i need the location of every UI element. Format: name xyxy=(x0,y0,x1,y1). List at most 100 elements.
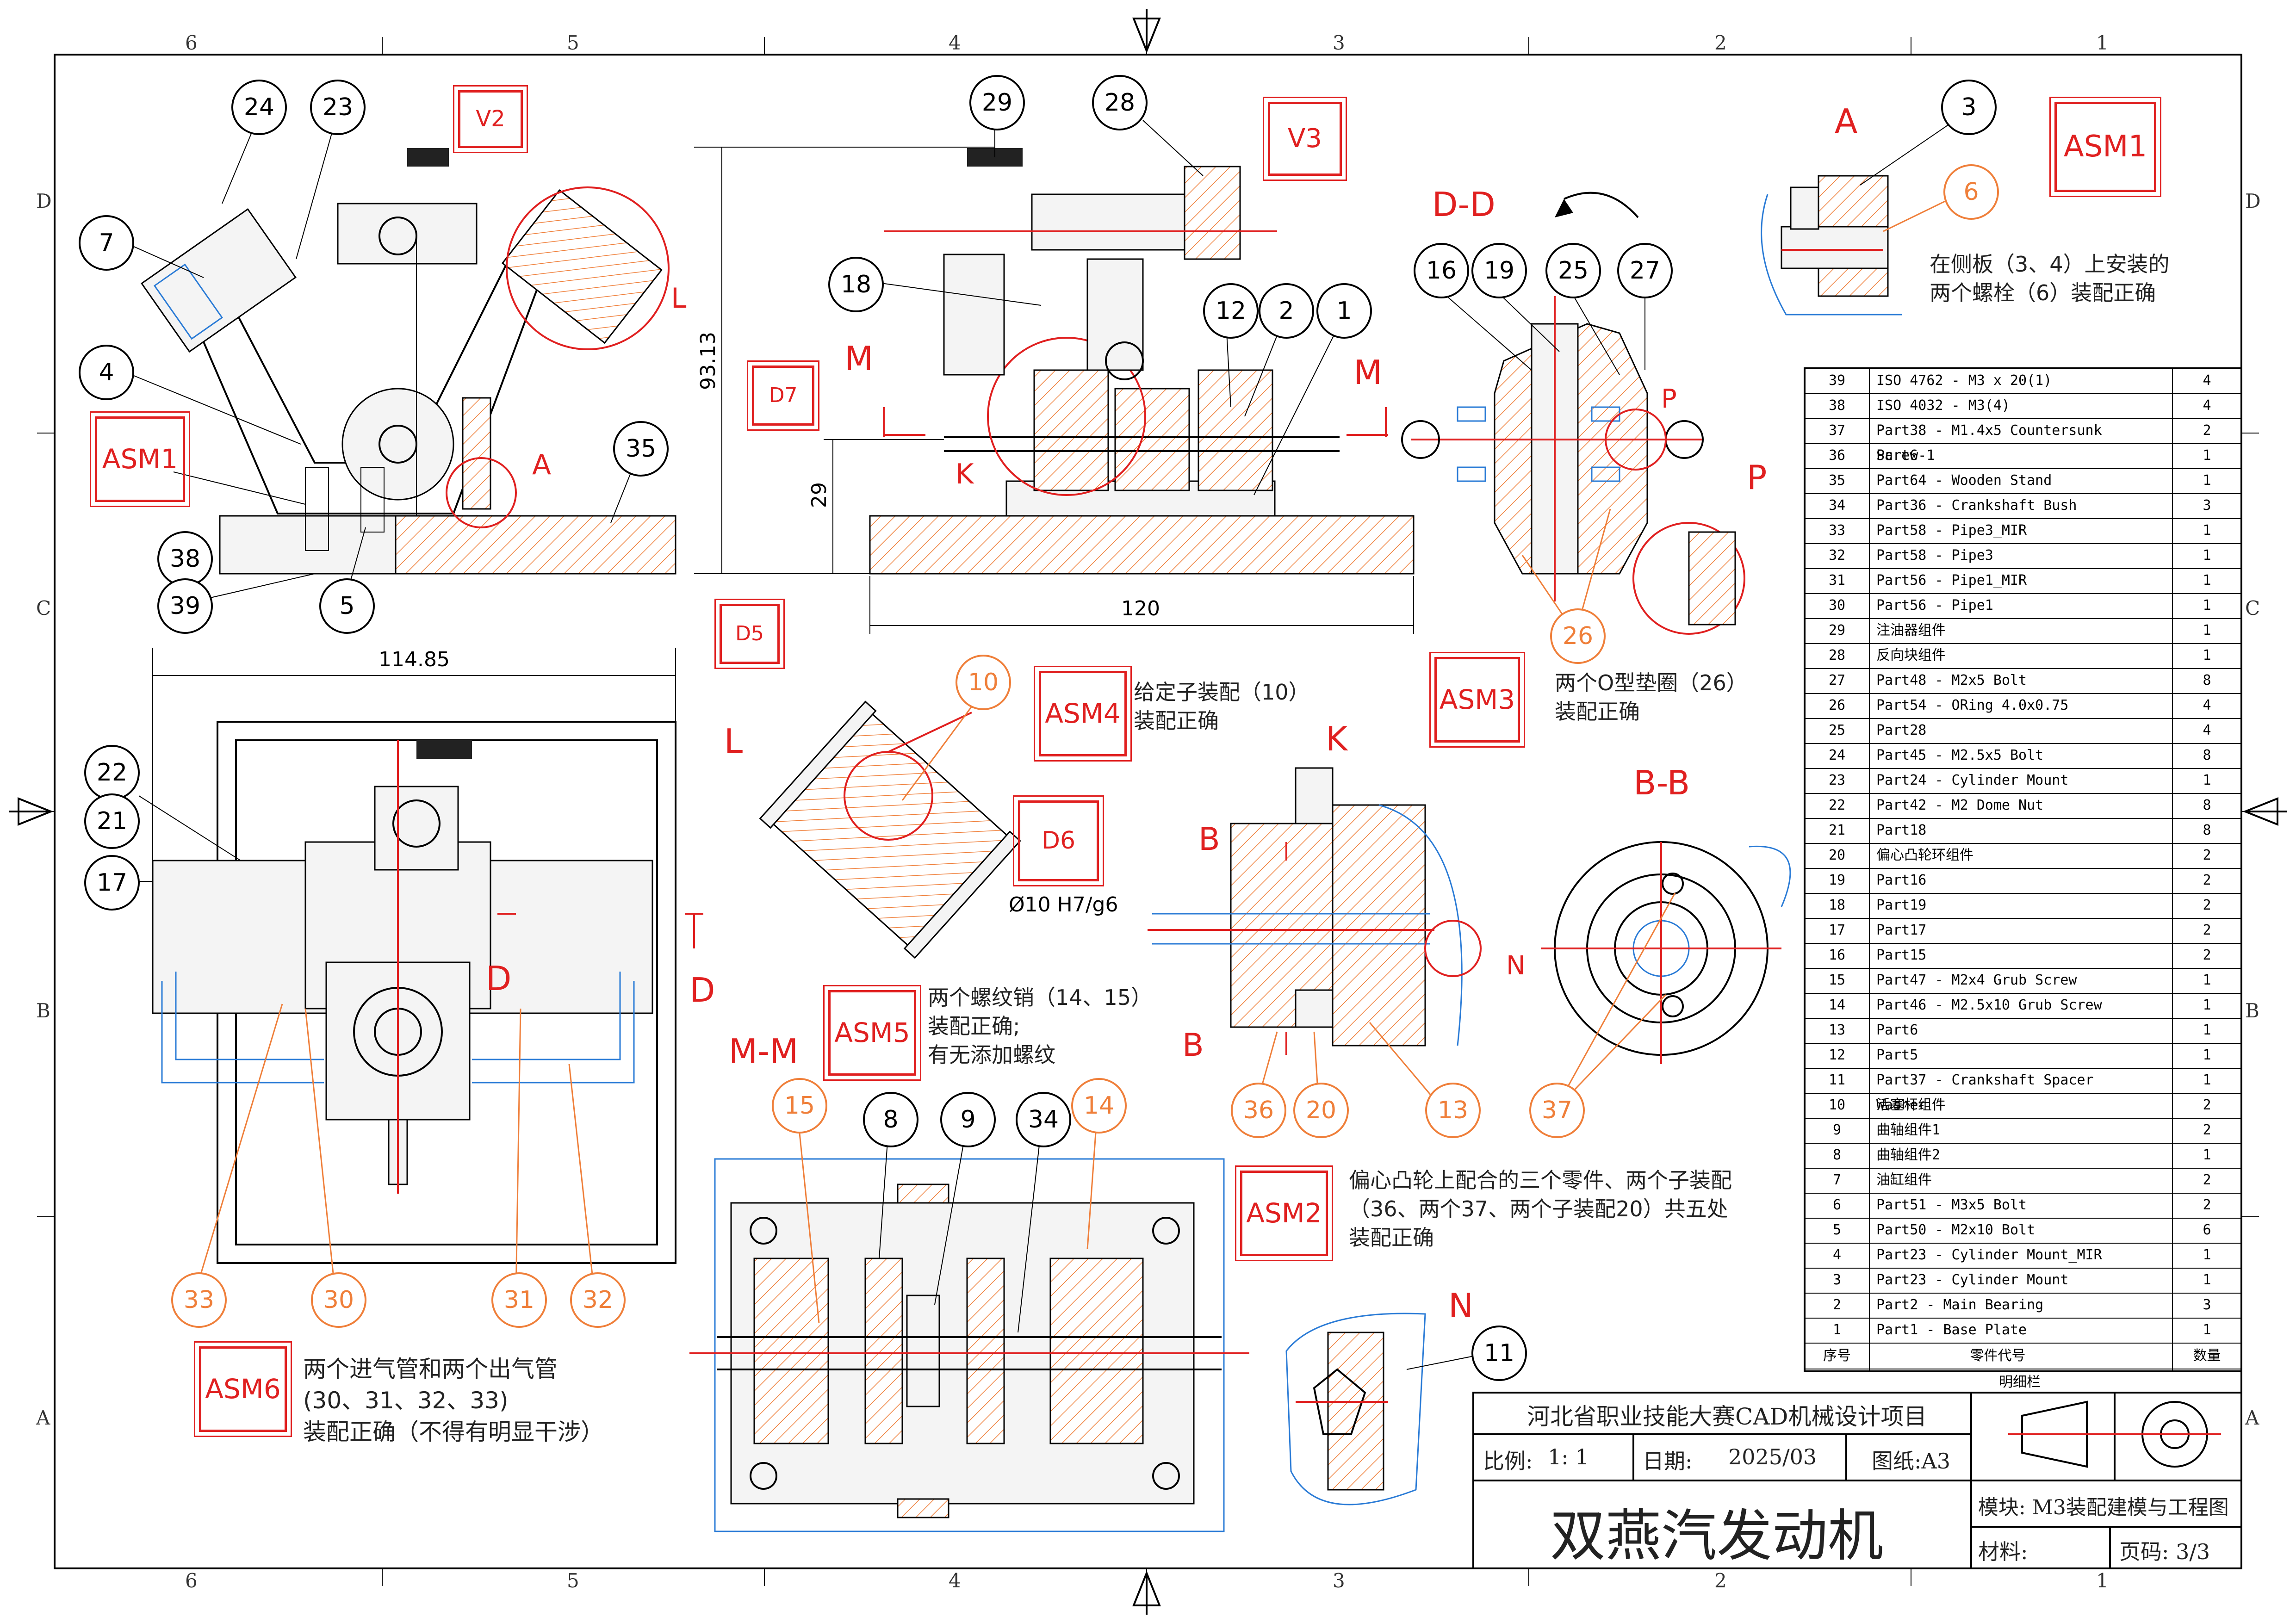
bom-cell-name: ISO 4032 - M3(4) xyxy=(1876,397,2010,414)
bom-cell-no: 5 xyxy=(1832,1222,1842,1238)
bom-cell-qty: 3 xyxy=(2203,497,2211,514)
bom-cell-name: Part5 xyxy=(1876,1047,1918,1063)
balloon-17: 17 xyxy=(84,855,140,911)
mark-b-top: B xyxy=(1198,821,1220,858)
bom-cell-no: 32 xyxy=(1828,547,1846,564)
bom-cell-name: 活塞杆组件 xyxy=(1876,1097,1946,1113)
detail-title-k: K xyxy=(1326,719,1348,758)
note-asm6-line2: (30、31、32、33) xyxy=(303,1387,509,1414)
balloon-16: 16 xyxy=(1414,243,1469,298)
bom-cell-qty: 1 xyxy=(2203,1047,2211,1063)
mark-n: N xyxy=(1506,951,1526,981)
balloon-12: 12 xyxy=(1203,283,1259,339)
mark-k: K xyxy=(956,458,974,490)
bom-cell-no: 24 xyxy=(1828,747,1846,763)
bom-cell-qty: 1 xyxy=(2203,447,2211,464)
mark-b-bottom: B xyxy=(1182,1027,1204,1064)
mark-l: L xyxy=(671,282,687,315)
bom-cell-name: Part37 - Crankshaft Spacer Washer xyxy=(1876,1072,2094,1113)
bom-cell-no: 25 xyxy=(1828,722,1846,738)
zone-top-1: 1 xyxy=(2096,31,2109,54)
zone-bottom-4: 4 xyxy=(949,1569,961,1592)
balloon-3: 3 xyxy=(1941,80,1997,135)
view-title-dd: D-D xyxy=(1432,185,1496,224)
bom-cell-qty: 1 xyxy=(2203,1322,2211,1338)
note-asm2-line2: （36、两个37、两个子装配20）共五处 xyxy=(1349,1196,1728,1221)
note-asm1-line2: 两个螺栓（6）装配正确 xyxy=(1930,280,2156,305)
bom-cell-qty: 4 xyxy=(2203,397,2211,414)
balloon-7: 7 xyxy=(79,215,134,271)
asm5-label: ASM5 xyxy=(823,985,921,1081)
bom-cell-name: Part19 xyxy=(1876,897,1927,913)
d-mark-left: D xyxy=(486,959,511,998)
balloon-39: 39 xyxy=(157,578,213,634)
zone-top-3: 3 xyxy=(1333,31,1345,54)
zone-bottom-6: 6 xyxy=(185,1569,198,1592)
view-bb xyxy=(1541,841,1791,1064)
bom-cell-name: Part15 xyxy=(1876,947,1927,963)
bom-cell-qty: 2 xyxy=(2203,1172,2211,1188)
m-section-line xyxy=(883,407,1388,437)
view-top xyxy=(152,721,676,1264)
balloon-22: 22 xyxy=(84,745,140,800)
balloon-29: 29 xyxy=(969,75,1025,130)
note-asm1: 在侧板（3、4）上安装的 两个螺栓（6）装配正确 xyxy=(1930,250,2170,307)
bom-cell-no: 4 xyxy=(1832,1247,1842,1263)
bom-cell-no: 1 xyxy=(1832,1322,1842,1338)
balloon-23: 23 xyxy=(310,80,366,135)
bom-cell-name: Part54 - ORing 4.0x0.75 xyxy=(1876,697,2069,713)
bom-cell-qty: 1 xyxy=(2203,472,2211,489)
m-mark-left: M xyxy=(844,339,873,378)
balloon-10: 10 xyxy=(956,655,1011,710)
view-label-d5: D5 xyxy=(714,599,785,669)
balloon-14: 14 xyxy=(1071,1078,1127,1134)
tb-org: 河北省职业技能大赛CAD机械设计项目 xyxy=(1527,1403,1927,1430)
note-asm4-line1: 给定子装配（10） xyxy=(1134,680,1310,705)
balloon-33: 33 xyxy=(171,1272,227,1328)
leaders xyxy=(120,120,1955,1370)
bom-cell-qty: 8 xyxy=(2203,672,2211,688)
balloon-2: 2 xyxy=(1259,283,1314,339)
bom-cell-qty: 2 xyxy=(2203,1097,2211,1113)
bom-cell-name: Part51 - M3x5 Bolt xyxy=(1876,1197,2027,1213)
detail-p xyxy=(1632,522,1745,635)
asm6-label: ASM6 xyxy=(194,1341,292,1437)
tb-scale-value: 1: 1 xyxy=(1548,1444,1589,1469)
bom-cell-name: 反向块组件 xyxy=(1876,647,1946,663)
bom-cell-no: 22 xyxy=(1828,797,1846,813)
bom-cell-qty: 2 xyxy=(2203,947,2211,963)
mark-p: P xyxy=(1661,384,1677,414)
note-asm5-line2: 装配正确; xyxy=(928,1014,1020,1039)
zone-left-b: B xyxy=(36,999,50,1022)
view-label-v3: V3 xyxy=(1263,97,1347,181)
dim-93-13: 93.13 xyxy=(696,332,720,390)
asm1-label-right: ASM1 xyxy=(2049,97,2161,197)
bom-cell-qty: 4 xyxy=(2203,372,2211,389)
bom-cell-name: Part28 xyxy=(1876,722,1927,738)
bom-cell-name: Part17 xyxy=(1876,922,1927,938)
bom-cell-name: Part1 - Base Plate xyxy=(1876,1322,2027,1338)
bom-cell-name: Part18 xyxy=(1876,822,1927,838)
bom-row: 12 Part5 1 xyxy=(1805,1043,2241,1069)
asm2-label: ASM2 xyxy=(1235,1165,1333,1261)
asm3-label: ASM3 xyxy=(1429,652,1525,748)
tb-page: 页码: 3/3 xyxy=(2119,1539,2210,1564)
bom-cell-name: Part47 - M2x4 Grub Screw xyxy=(1876,972,2077,988)
bom-cell-no: 12 xyxy=(1828,1047,1846,1063)
bom-cell-no: 26 xyxy=(1828,697,1846,713)
bom-cell-name: Part50 - M2x10 Bolt xyxy=(1876,1222,2035,1238)
bom-cell-no: 35 xyxy=(1828,472,1846,489)
bom-cell-no: 7 xyxy=(1832,1172,1842,1188)
